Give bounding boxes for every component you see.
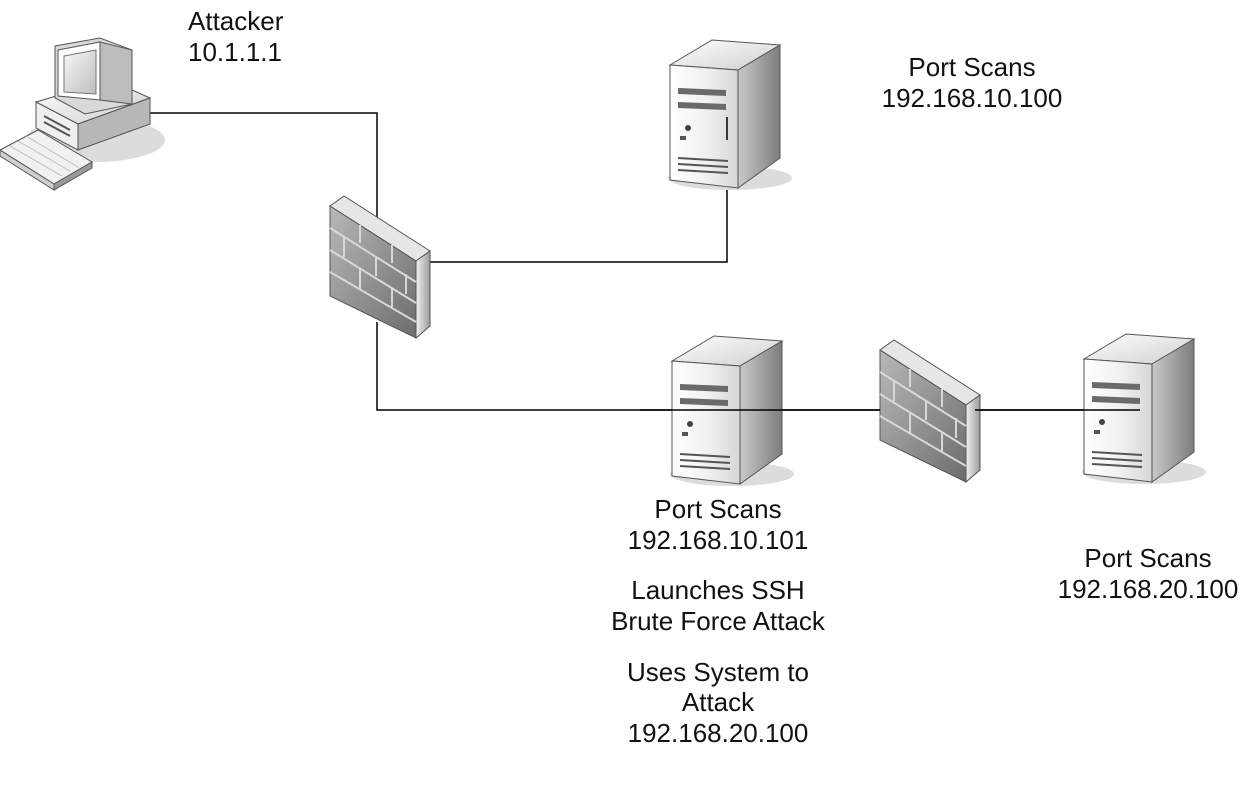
server-top-ip: 192.168.10.100 — [881, 82, 1063, 113]
server-mid-action: Port Scans — [654, 494, 782, 524]
server-right-action: Port Scans — [1084, 543, 1212, 573]
link-attacker-firewall — [110, 112, 728, 263]
workstation-icon — [0, 37, 165, 191]
attacker-ip: 10.1.1.1 — [188, 36, 282, 67]
server-mid-label: Port Scans 192.168.10.101 Launches SSH B… — [588, 494, 848, 749]
firewall-icon — [879, 339, 981, 483]
attacker-name: Attacker — [188, 6, 284, 36]
server-icon — [1081, 333, 1207, 485]
server-mid-ip: 192.168.10.101 — [627, 524, 809, 555]
server-top-action: Port Scans — [908, 52, 1036, 82]
server-mid-note2-line3: 192.168.20.100 — [627, 718, 809, 749]
server-mid-note1-line1: Launches SSH — [631, 575, 805, 606]
firewall-icon — [329, 195, 431, 339]
server-mid-note1-line2: Brute Force Attack — [611, 606, 825, 637]
server-mid-note2-line1: Uses System to — [626, 656, 810, 687]
connection-lines — [110, 112, 1140, 411]
server-right-label: Port Scans 192.168.20.100 — [1048, 543, 1248, 604]
server-right-ip: 192.168.20.100 — [1057, 573, 1239, 604]
server-icon — [669, 335, 795, 487]
server-icon — [667, 39, 793, 191]
server-top-label: Port Scans 192.168.10.100 — [872, 52, 1072, 113]
server-mid-note2-line2: Attack — [681, 687, 755, 718]
attacker-label: Attacker 10.1.1.1 — [188, 6, 283, 67]
